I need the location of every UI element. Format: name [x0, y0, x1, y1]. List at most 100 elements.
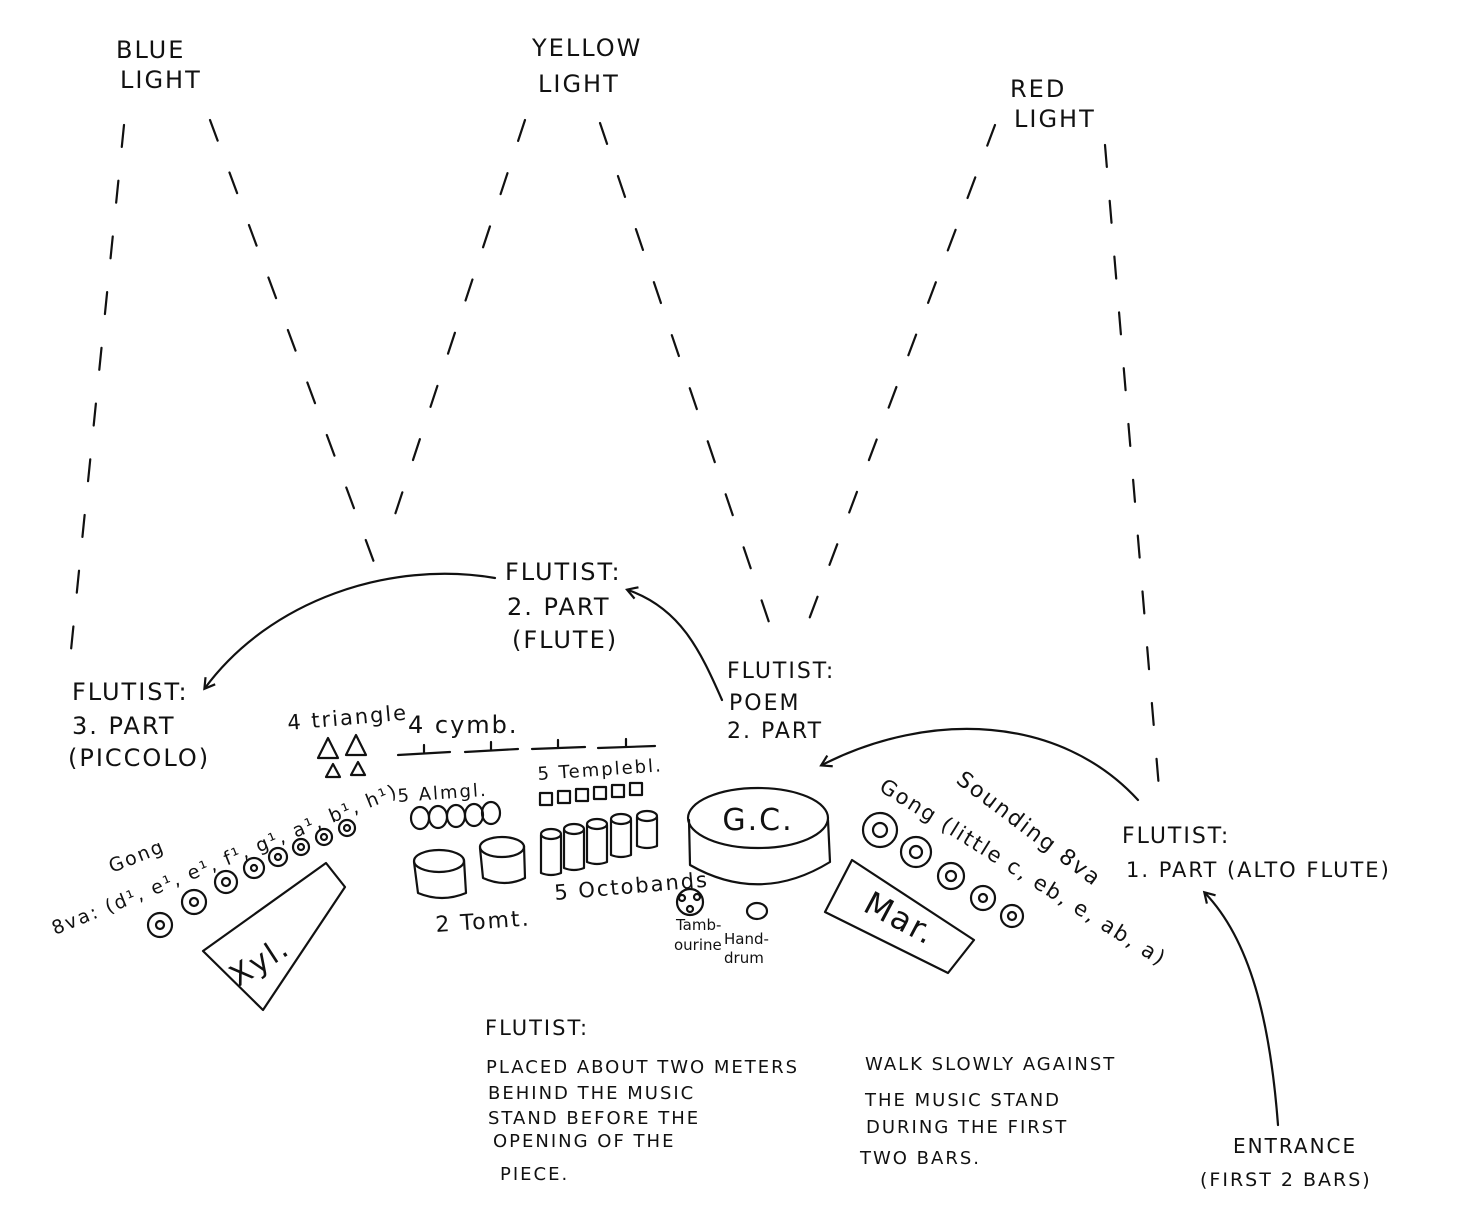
handdrum-group: Hand- drum — [724, 901, 769, 967]
gong-icon — [267, 846, 289, 868]
triangle-icon — [324, 762, 342, 779]
flutist-poem-line-3: 2. PART — [727, 719, 823, 744]
handdrum-label-2: drum — [724, 949, 764, 967]
cymbal-group: 4 cymb. — [396, 711, 657, 757]
flutist-part1-line-2: 1. PART (ALTO FLUTE) — [1126, 858, 1391, 882]
gran-cassa: G.C. — [686, 786, 832, 886]
octoban-icon — [539, 833, 563, 877]
flutist-part2-line-1: FLUTIST: — [505, 558, 622, 586]
triangle-group: 4 triangle — [286, 701, 409, 779]
blue-light-label: BLUE LIGHT — [116, 36, 202, 94]
flutist-poem-line-1: FLUTIST: — [727, 659, 835, 684]
tomtom-top — [412, 848, 466, 874]
blue-light-line-2: LIGHT — [120, 66, 202, 94]
octoban-icon — [609, 818, 633, 859]
templeblock-icon — [628, 781, 644, 797]
notes-right-line-2: THE MUSIC STAND — [864, 1090, 1061, 1111]
flutist-part1-line-1: FLUTIST: — [1122, 824, 1230, 849]
flutist-part3-label: FLUTIST: 3. PART (PICCOLO) — [68, 678, 210, 772]
almglocke-icon — [463, 802, 485, 828]
arrow-entrance-to-part1 — [1202, 890, 1280, 1127]
flutist-notes: FLUTIST: PLACED ABOUT TWO METERS BEHIND … — [485, 1016, 1116, 1185]
flutist-part2-line-3: (FLUTE) — [512, 626, 618, 654]
almglocke-icon — [409, 805, 431, 831]
tomt-label: 2 Tomt. — [435, 906, 532, 938]
octoban-top — [562, 822, 586, 836]
flutist-part3-line-3: (PICCOLO) — [68, 744, 210, 772]
blue-beam-left — [68, 123, 126, 662]
octobands-label: 5 Octobands — [553, 868, 709, 905]
handdrum-icon — [745, 901, 769, 921]
yellow-light-line-1: YELLOW — [531, 34, 642, 62]
tomtom-top — [478, 835, 526, 859]
almglocke-icon — [427, 804, 449, 830]
xyl-label: Xyl. — [223, 930, 296, 994]
gong-icon — [936, 861, 966, 891]
gong-icon — [999, 903, 1025, 929]
templeblock-icon — [592, 785, 608, 801]
gong-icon — [337, 818, 357, 838]
templeblock-icon — [574, 787, 590, 803]
gong-icon — [146, 911, 174, 939]
triangle-icon — [316, 736, 340, 760]
notes-left-line-4: OPENING OF THE — [493, 1131, 675, 1152]
triangle-icon — [344, 733, 368, 757]
red-light-label: RED LIGHT — [1010, 75, 1096, 133]
yellow-beam-left — [383, 118, 527, 547]
entrance-label: ENTRANCE (FIRST 2 BARS) — [1200, 1134, 1370, 1191]
arrow-poem-to-part2 — [625, 586, 724, 702]
tambourine-jingle — [677, 893, 687, 903]
almgl-label: 5 Almgl. — [397, 780, 488, 807]
octoban-top — [635, 809, 659, 823]
gong-left-label: Gong — [106, 835, 168, 877]
flutist-part1-label: FLUTIST: 1. PART (ALTO FLUTE) — [1122, 824, 1391, 882]
gran-cassa-shell — [687, 818, 832, 886]
flutist-part2-line-2: 2. PART — [507, 593, 610, 621]
gong-icon — [899, 835, 933, 869]
octoban-icon — [585, 823, 609, 866]
tomtom-icon — [478, 844, 527, 885]
octoban-icon — [635, 815, 659, 850]
triangle-label: 4 triangle — [286, 701, 409, 735]
notes-left-line-3: STAND BEFORE THE — [488, 1108, 700, 1129]
gong-icon — [969, 884, 997, 912]
notes-right-line-3: DURING THE FIRST — [866, 1117, 1068, 1138]
templeblock-icon — [538, 791, 554, 807]
gong-left-group: Gong 8va: (d¹, e¹, e¹, f¹, g¹, a¹, b¹, h… — [49, 780, 402, 940]
tomtom-icon — [412, 858, 468, 900]
gong-icon — [291, 837, 311, 857]
tambourine-jingle — [692, 892, 702, 902]
flutist-poem-label: FLUTIST: POEM 2. PART — [727, 659, 835, 744]
gong-icon — [861, 811, 899, 849]
red-light-line-1: RED — [1010, 75, 1066, 103]
red-light-line-2: LIGHT — [1014, 105, 1096, 133]
notes-left-line-2: BEHIND THE MUSIC — [488, 1083, 695, 1104]
octoban-top — [609, 812, 633, 826]
light-beams — [68, 118, 1162, 802]
tambourine-label-2: ourine — [674, 936, 722, 954]
marimba: Mar. — [823, 858, 976, 975]
notes-right-line-4: TWO BARS. — [859, 1148, 981, 1169]
octoban-icon — [562, 828, 586, 872]
xylophone-frame — [201, 861, 347, 1012]
almglocke-icon — [480, 800, 502, 826]
tomtom-group: 2 Tomt. — [412, 835, 532, 938]
templeblock-icon — [610, 783, 626, 799]
almglocken-group: 5 Almgl. — [397, 780, 502, 831]
notes-left-line-1: PLACED ABOUT TWO METERS — [486, 1057, 799, 1078]
cymbal-icon — [596, 737, 657, 750]
blue-light-line-1: BLUE — [116, 36, 185, 64]
templeblock-icon — [556, 789, 572, 805]
yellow-light-label: YELLOW LIGHT — [531, 34, 642, 98]
tambourine-group: Tamb- ourine — [674, 887, 722, 954]
gong-icon — [314, 827, 334, 847]
triangle-icon — [349, 760, 367, 777]
almglocke-icon — [445, 803, 467, 829]
red-beam-left — [803, 123, 997, 632]
marimba-frame — [823, 858, 976, 975]
octoban-top — [539, 827, 563, 841]
gong-left-pitches: 8va: (d¹, e¹, e¹, f¹, g¹, a¹, b¹, h¹) — [49, 780, 402, 940]
gong-icon — [242, 856, 266, 880]
flutist-part2-label: FLUTIST: 2. PART (FLUTE) — [505, 558, 622, 654]
notes-right-line-1: WALK SLOWLY AGAINST — [865, 1054, 1116, 1075]
